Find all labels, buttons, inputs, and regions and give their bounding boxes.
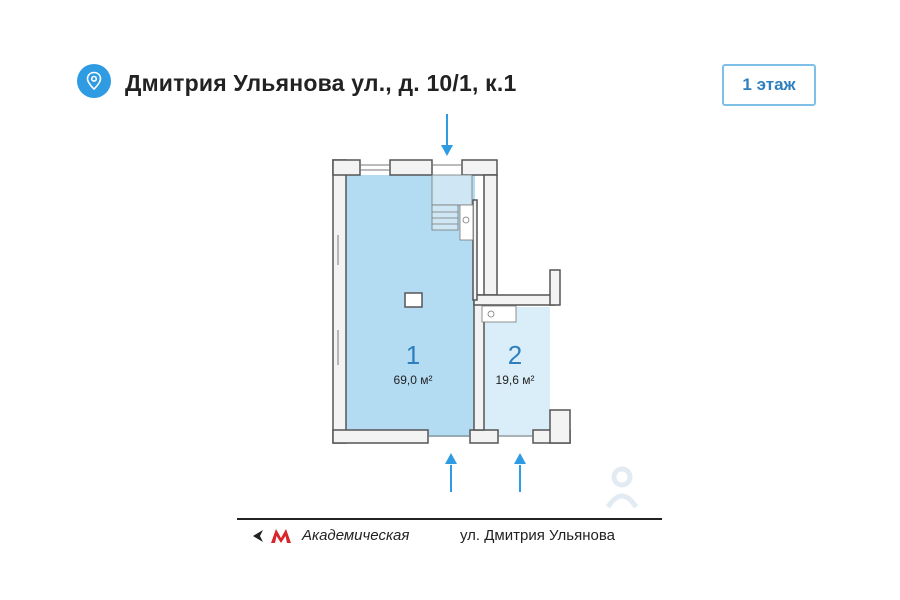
address-title: Дмитрия Ульянова ул., д. 10/1, к.1 <box>125 70 517 96</box>
column <box>404 292 423 308</box>
walls <box>332 159 571 444</box>
room-1-number: 1 <box>406 340 420 370</box>
room-2-area-label: 19,6 м² <box>496 373 535 387</box>
metro-station: Академическая <box>252 527 409 544</box>
fixtures <box>481 305 517 323</box>
metro-name: Академическая <box>302 527 410 544</box>
windows <box>337 164 533 437</box>
metro-logo-icon <box>271 528 291 543</box>
street-line <box>237 518 662 520</box>
entry-arrows <box>441 114 526 492</box>
floor-selector-button[interactable]: 1 этаж <box>722 64 816 106</box>
room-2-number: 2 <box>508 340 522 370</box>
location-pin-icon <box>77 64 111 98</box>
stairs <box>431 174 474 241</box>
watermark-logo <box>600 455 790 535</box>
arrow-left-icon <box>253 529 263 542</box>
street-name: ул. Дмитрия Ульянова <box>460 527 615 544</box>
room-1-area-label: 69,0 м² <box>394 373 433 387</box>
room-2-area <box>478 307 550 437</box>
